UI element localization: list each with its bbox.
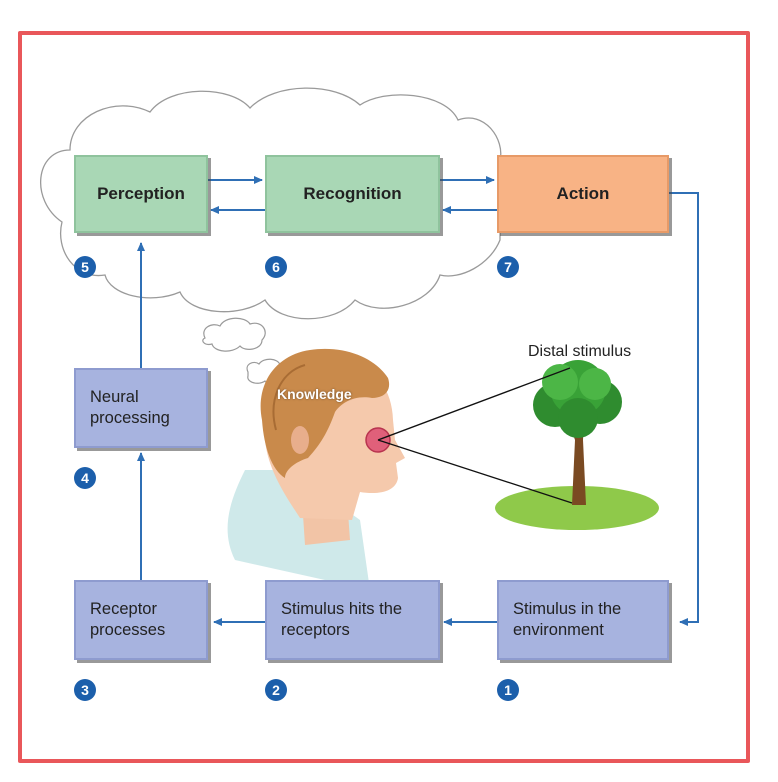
- step-badge-5: 5: [74, 256, 96, 278]
- stimulus-hits-receptors-label: Stimulus hits the receptors: [281, 600, 403, 639]
- perception-box: Perception: [74, 155, 208, 233]
- step-badge-4: 4: [74, 467, 96, 489]
- step-badge-1: 1: [497, 679, 519, 701]
- knowledge-label: Knowledge: [277, 386, 352, 402]
- step-badge-6: 6: [265, 256, 287, 278]
- action-box: Action: [497, 155, 669, 233]
- step-badge-3: 3: [74, 679, 96, 701]
- action-label: Action: [556, 184, 610, 204]
- neural-processing-label: Neural processing: [90, 388, 170, 427]
- step-badge-7: 7: [497, 256, 519, 278]
- perception-label: Perception: [97, 184, 185, 204]
- head-illustration: [227, 348, 405, 590]
- small-cloud-icon: [202, 317, 266, 352]
- stimulus-in-environment-label: Stimulus in the environment: [513, 600, 622, 639]
- receptor-processes-box: Receptor processes: [74, 580, 208, 660]
- step-badge-2: 2: [265, 679, 287, 701]
- receptor-processes-label: Receptor processes: [90, 600, 166, 639]
- stimulus-hits-receptors-box: Stimulus hits the receptors: [265, 580, 440, 660]
- figure-frame: [18, 31, 750, 763]
- neural-processing-box: Neural processing: [74, 368, 208, 448]
- stimulus-in-environment-box: Stimulus in the environment: [497, 580, 669, 660]
- distal-stimulus-label: Distal stimulus: [528, 343, 632, 360]
- recognition-box: Recognition: [265, 155, 440, 233]
- recognition-label: Recognition: [303, 184, 402, 204]
- tree-icon: [495, 360, 659, 530]
